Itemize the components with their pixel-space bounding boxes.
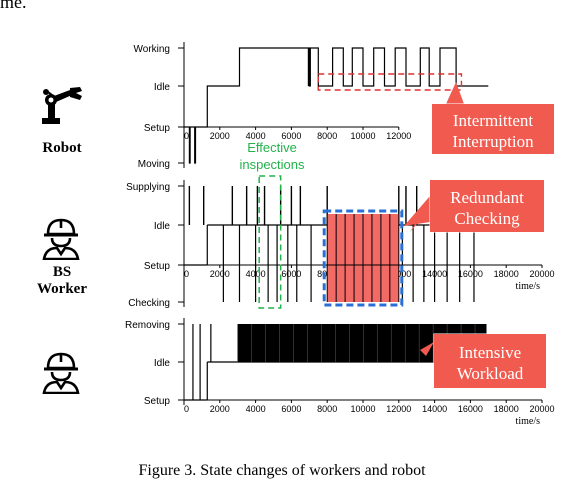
x-tick-label: 8000: [317, 404, 337, 414]
x-axis-label: time/s: [516, 416, 541, 427]
x-tick-label: 0: [184, 131, 189, 141]
robot-arm-icon: [42, 87, 82, 124]
state-label-setup: Setup: [144, 123, 171, 134]
state-label-idle: Idle: [154, 82, 171, 93]
callout-text-redundant-1: Redundant: [450, 188, 524, 207]
x-tick-label: 2000: [210, 131, 230, 141]
row-label-robot: Robot: [42, 140, 82, 156]
x-tick-label: 6000: [281, 404, 301, 414]
state-label-checking: Checking: [128, 298, 170, 309]
state-label-setup: Setup: [144, 396, 171, 407]
x-tick-label: 4000: [246, 131, 266, 141]
interruption-box: [317, 73, 463, 91]
hardhat-worker-icon-2: [42, 352, 80, 394]
x-tick-label: 16000: [458, 269, 483, 279]
x-tick-label: 0: [184, 404, 189, 414]
callout-pointer-intensive: [420, 342, 434, 356]
x-tick-label: 10000: [350, 131, 375, 141]
callout-text-redundant-2: Checking: [454, 209, 520, 228]
x-tick-label: 16000: [458, 404, 483, 414]
x-tick-label: 12000: [386, 404, 411, 414]
callout-pointer-redundant-2: [404, 196, 430, 226]
redundant-check-box: [322, 209, 404, 307]
state-label-idle: Idle: [154, 358, 171, 369]
callout-box-intensive: [434, 334, 546, 388]
x-tick-label: 20000: [529, 404, 554, 414]
state-label-supplying: Supplying: [126, 182, 170, 193]
x-tick-label: 6000: [281, 131, 301, 141]
callout-text-intermittent-2: Interruption: [452, 132, 534, 151]
x-tick-label: 14000: [422, 404, 447, 414]
x-tick-label: 18000: [494, 269, 519, 279]
callout-text-intensive-2: Workload: [457, 364, 524, 383]
effective-inspections-box: [258, 175, 282, 309]
x-tick-label: 18000: [494, 404, 519, 414]
callout-pointer-intermittent: [446, 82, 464, 104]
state-label-setup: Setup: [144, 261, 171, 272]
state-label-idle: Idle: [154, 221, 171, 232]
x-tick-label: 8000: [317, 131, 337, 141]
top-text-fragment: me.: [0, 0, 27, 12]
x-tick-label: 12000: [386, 131, 411, 141]
series-line-robot: [184, 47, 489, 164]
callout-box-redundant: [430, 180, 544, 232]
effective-label-line1: Effective: [247, 140, 297, 155]
callout-text-intensive-1: Intensive: [459, 343, 521, 362]
state-label-removing: Removing: [125, 320, 170, 331]
x-tick-label: 2000: [210, 404, 230, 414]
x-axis-label: time/s: [516, 281, 541, 292]
state-label-working: Working: [134, 44, 171, 55]
x-tick-label: 4000: [246, 404, 266, 414]
hardhat-worker-icon: [42, 218, 80, 260]
state-label-moving: Moving: [138, 159, 170, 170]
x-tick-label: 20000: [529, 269, 554, 279]
x-tick-label: 2000: [210, 269, 230, 279]
x-tick-label: 10000: [350, 404, 375, 414]
row-label-bs-worker: BS Worker: [37, 264, 87, 297]
effective-label-line2: inspections: [239, 157, 305, 172]
callout-text-intermittent-1: Intermittent: [453, 111, 534, 130]
x-tick-label: 6000: [281, 269, 301, 279]
callout-box-intermittent: [432, 104, 554, 154]
x-tick-label: 0: [184, 269, 189, 279]
figure-caption: Figure 3. State changes of workers and r…: [138, 462, 426, 479]
